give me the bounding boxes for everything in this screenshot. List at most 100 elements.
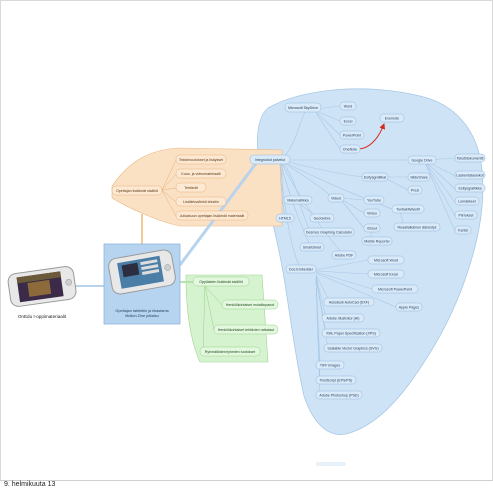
google-drawings-node[interactable] [454,210,478,220]
teacher-content-label: Opettajan lisäämät sisällöt [116,189,158,193]
skydrive-powerpoint-node[interactable] [339,130,365,140]
vimeo-label: Vimeo [367,212,377,216]
google-docs-node[interactable] [454,153,486,163]
mathematics-label: Matematiikka [287,199,308,203]
postscript-label: PostScript (EPS/PS) [320,379,353,383]
google-maps-node[interactable] [454,225,472,235]
orange-item-1[interactable] [175,168,227,179]
skydrive-onenote-label: OneNote [343,148,357,152]
autocad-label: Autodesk AutoCad (DXF) [329,301,369,305]
desmos-label: Desmos Graphing Calculator [306,231,353,235]
videos-node[interactable] [327,193,345,203]
ms-powerpoint-label: Microsoft PowerPoint [378,288,412,292]
ms-word-label: Microsoft Word [374,259,398,263]
orange-item-3[interactable] [175,196,227,207]
presentation-graphics-node[interactable] [361,172,389,182]
green-item-2[interactable] [199,346,261,357]
doc-embedder-label: Doc Embedder [289,268,314,272]
orange-item-4-label: Julkaisuun opettajan lisäämät materiaali… [180,214,245,218]
green-item-1[interactable] [213,324,279,335]
skydrive-powerpoint-label: PowerPoint [343,134,361,138]
ms-word-node[interactable] [367,255,405,265]
svg-label: Scalable Vector Graphics (SVG) [327,347,378,351]
postscript-node[interactable] [315,375,357,385]
realtime-voting-label: Reaaliaikainen äänestys [398,226,437,230]
skydrive-word-node[interactable] [339,101,357,111]
integrated-services-node[interactable] [249,154,291,165]
google-docs-label: Tekstidokumentti [457,157,484,161]
center-label-line2: Motion Zine julkaisu [125,314,159,318]
mathematics-node[interactable] [283,195,313,205]
class-activities-label: Tuntiaktiviteetit [396,208,420,212]
prezi-node[interactable] [407,185,423,195]
orange-item-2[interactable] [175,182,207,193]
google-drive-node[interactable] [407,155,437,165]
icloud-node[interactable] [363,223,381,233]
adobe-pdf-node[interactable] [331,250,357,260]
orange-nodes: Opettajan lisäämät sisällöt Tekstimuutok… [111,154,249,221]
photoshop-node[interactable] [315,390,363,400]
doc-embedder-node[interactable] [285,264,317,274]
evernote-node[interactable] [379,113,405,123]
illustrator-node[interactable] [321,313,365,323]
illustrator-label: Adobe Illustrator (AI) [327,317,360,321]
orange-item-4[interactable] [175,210,249,221]
google-forms-node[interactable] [454,196,480,206]
photoshop-label: Adobe Photoshop (PSD) [319,394,358,398]
slideshare-node[interactable] [407,172,431,182]
google-maps-label: Kartat [458,229,468,233]
tiff-node[interactable] [315,360,345,370]
orange-item-1-label: Kuva- ja videomateriaalit [181,172,220,176]
geogebra-node[interactable] [309,213,335,223]
html5-label: HTML5 [279,217,291,221]
svg-node[interactable] [323,343,383,353]
google-drawings-label: Piirrokset [459,214,474,218]
ms-powerpoint-node[interactable] [371,284,419,294]
student-content-node[interactable] [192,276,250,287]
mobile-reporter-node[interactable] [361,236,393,246]
integrated-services-label: Integroidut palvelut [255,158,285,162]
footer-date: 9. helmikuuta 13 [4,481,56,488]
green-item-0[interactable] [221,299,279,310]
orange-item-3-label: Lisätietoa/linkit tekstiin [183,200,219,204]
mobile-reporter-label: Mobile Reporter [364,240,390,244]
orange-item-0[interactable] [175,154,227,165]
vimeo-node[interactable] [363,208,381,218]
google-forms-label: Lomakkeet [458,200,476,204]
skydrive-onenote-node[interactable] [339,144,361,154]
tiff-label: TIFF Images [320,364,341,368]
adobe-pdf-label: Adobe PDF [335,254,354,258]
class-activities-node[interactable] [391,204,425,214]
google-slides-node[interactable] [454,183,486,193]
green-item-2-label: Ryhmätöiden/ryhmien tuotokset [205,350,256,354]
apple-pages-node[interactable] [395,302,423,312]
student-content-label: Oppilaiden lisäämät sisällöt [199,280,243,284]
xps-node[interactable] [321,328,381,338]
xps-label: XML Paper Specification (XPS) [326,332,376,336]
blue-nodes: Integroidut palvelut Microsoft SkyDrive … [249,101,486,400]
center-smartphone-icon [108,249,176,295]
left-smartphone-icon [7,266,77,307]
skydrive-excel-node[interactable] [339,116,357,126]
student-content-region [185,274,269,363]
left-phone-label: OnEdu I-oppimateriaalit [18,314,67,319]
google-sheets-node[interactable] [454,170,486,180]
youtube-node[interactable] [363,195,385,205]
ms-excel-label: Microsoft Excel [374,273,399,277]
faint-bar [316,462,346,466]
skydrive-excel-label: Excel [344,120,353,124]
html5-node[interactable] [275,213,295,223]
green-item-0-label: Henkilökohtaiset muistiinpanot [226,303,275,307]
autocad-node[interactable] [323,297,375,307]
orange-item-2-label: Tehtävät [184,186,198,190]
evernote-label: Evernote [385,117,399,121]
skydrive-node[interactable] [284,102,322,113]
videos-label: Videot [331,197,341,201]
smartsheet-node[interactable] [299,242,325,252]
desmos-node[interactable] [303,227,355,237]
google-slides-label: Esitysgrafiikka [459,187,482,191]
realtime-voting-node[interactable] [393,222,441,232]
orange-item-0-label: Tekstimuutokset ja lisäykset [179,158,223,162]
ms-excel-node[interactable] [367,269,405,279]
